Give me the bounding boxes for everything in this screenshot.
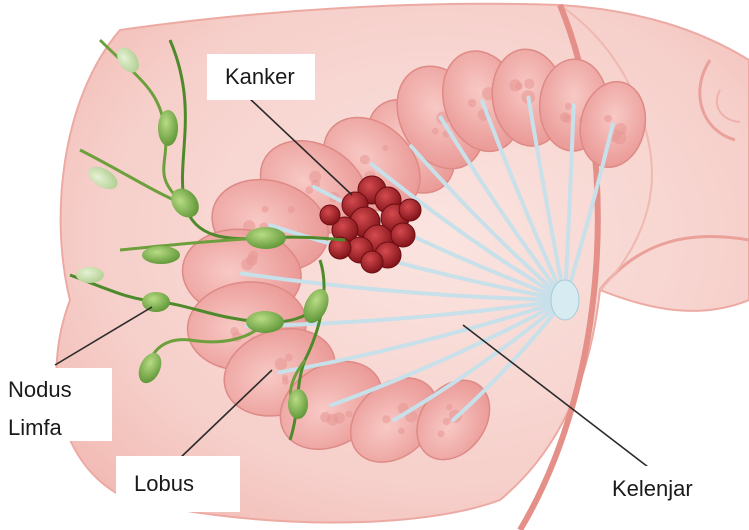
label-kanker-text: Kanker	[225, 63, 295, 91]
lymph-node	[142, 246, 180, 264]
lobe-texture	[604, 115, 612, 123]
lobe-texture	[275, 358, 287, 370]
lymph-node	[246, 311, 284, 333]
lobe-texture	[468, 99, 477, 108]
label-nodus-line2: Limfa	[8, 414, 112, 442]
lobe-texture	[446, 404, 452, 410]
lobe-texture	[382, 145, 388, 151]
lymph-node	[158, 110, 178, 146]
lobe-texture	[509, 79, 521, 91]
label-lobus-text: Lobus	[134, 470, 194, 498]
lobe-texture	[285, 354, 293, 362]
lobe-texture	[524, 79, 534, 89]
label-nodus-line1: Nodus	[8, 376, 112, 404]
tumor-cell	[361, 251, 383, 273]
lymph-node	[142, 292, 170, 312]
lobe-texture	[565, 103, 572, 110]
lobe-texture	[333, 412, 345, 424]
lobe-texture	[560, 112, 570, 122]
lobe-texture	[246, 255, 257, 266]
label-nodus-limfa: Nodus Limfa	[0, 368, 112, 441]
lymph-node	[76, 267, 104, 283]
label-kelenjar-text: Kelenjar	[612, 475, 693, 503]
lobe-texture	[230, 327, 239, 336]
lobe-texture	[346, 411, 353, 418]
lobe-texture	[309, 171, 321, 183]
lobe-texture	[282, 378, 289, 385]
lobe-texture	[398, 428, 404, 434]
tumor-cell	[399, 199, 421, 221]
lymph-node	[288, 389, 308, 419]
label-lobus: Lobus	[116, 456, 240, 512]
lobe-texture	[438, 430, 445, 437]
lobe-texture	[320, 412, 331, 423]
lobe-texture	[288, 206, 296, 214]
lobe-texture	[443, 418, 451, 426]
label-kanker: Kanker	[207, 54, 315, 100]
lymph-node	[246, 227, 286, 249]
lobe-texture	[262, 206, 269, 213]
lobe-texture	[382, 415, 390, 423]
duct-hub	[551, 280, 579, 320]
lobe-texture	[613, 131, 627, 145]
lobe-texture	[432, 128, 439, 135]
lobe-texture	[360, 155, 370, 165]
tumor-cell	[320, 205, 340, 225]
label-kelenjar: Kelenjar	[600, 466, 749, 512]
